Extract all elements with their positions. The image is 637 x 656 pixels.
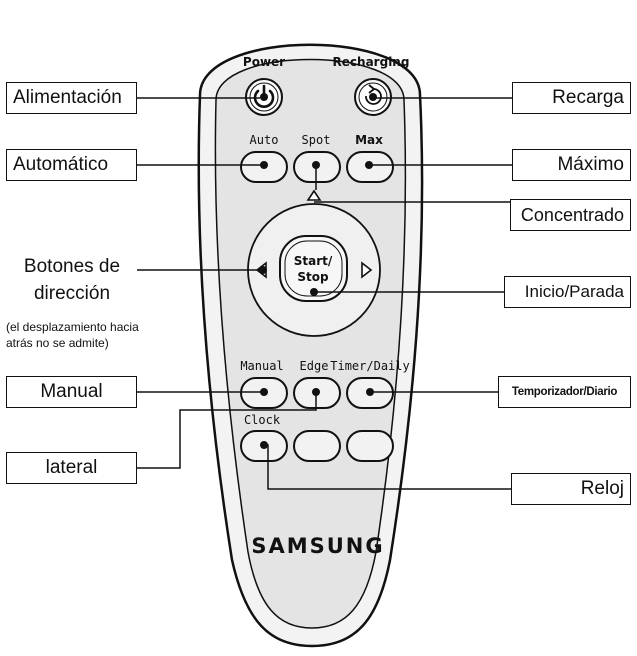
blank-button-2[interactable] xyxy=(346,430,394,462)
dot-power xyxy=(260,93,268,101)
leader-lines xyxy=(137,97,512,490)
dot-left xyxy=(259,266,267,274)
clock-label: Clock xyxy=(244,413,281,427)
callout-recarga: Recarga xyxy=(512,82,631,114)
dot-spot xyxy=(312,161,320,169)
dot-auto xyxy=(260,161,268,169)
callout-reloj: Reloj xyxy=(511,473,631,505)
callout-direction-note-line1: (el desplazamiento hacia xyxy=(6,320,139,334)
manual-label: Manual xyxy=(240,359,283,373)
callout-manual: Manual xyxy=(6,376,137,408)
callout-direction-line2: dirección xyxy=(33,283,111,304)
spot-label: Spot xyxy=(302,133,331,147)
dot-edge xyxy=(312,388,320,396)
callout-concentrado: Concentrado xyxy=(510,199,631,231)
dot-timer xyxy=(366,388,374,396)
right-arrow-icon[interactable] xyxy=(361,261,373,279)
start-stop-label-line1: Start/ xyxy=(294,254,333,268)
recharge-arrow-icon xyxy=(365,84,382,105)
start-stop-label-line2: Stop xyxy=(297,270,329,284)
callout-inicio-parada: Inicio/Parada xyxy=(504,276,631,308)
callout-direction-note-line2: atrás no se admite) xyxy=(6,336,109,350)
callout-alimentacion: Alimentación xyxy=(6,82,137,114)
dot-recharging xyxy=(369,93,377,101)
dot-manual xyxy=(260,388,268,396)
timer-daily-label: Timer/Daily xyxy=(330,359,409,373)
dot-clock xyxy=(260,441,268,449)
max-label: Max xyxy=(355,133,383,147)
callout-lateral: lateral xyxy=(6,452,137,484)
edge-label: Edge xyxy=(300,359,329,373)
start-stop-button[interactable] xyxy=(279,235,348,302)
callout-maximo: Máximo xyxy=(512,149,631,181)
recharging-label: Recharging xyxy=(333,55,410,69)
callout-temporizador-diario: Temporizador/Diario xyxy=(498,376,631,408)
dot-max xyxy=(365,161,373,169)
power-label: Power xyxy=(243,55,285,69)
dot-start-stop xyxy=(310,288,318,296)
callout-direction-line1: Botones de xyxy=(23,256,121,277)
up-arrow-icon[interactable] xyxy=(306,189,322,201)
leader-dots xyxy=(259,93,377,449)
leader-edge xyxy=(137,392,317,469)
blank-button-1[interactable] xyxy=(293,430,341,462)
brand-logo: SAMSUNG xyxy=(251,534,384,558)
callout-automatico: Automático xyxy=(6,149,137,181)
auto-label: Auto xyxy=(250,133,279,147)
